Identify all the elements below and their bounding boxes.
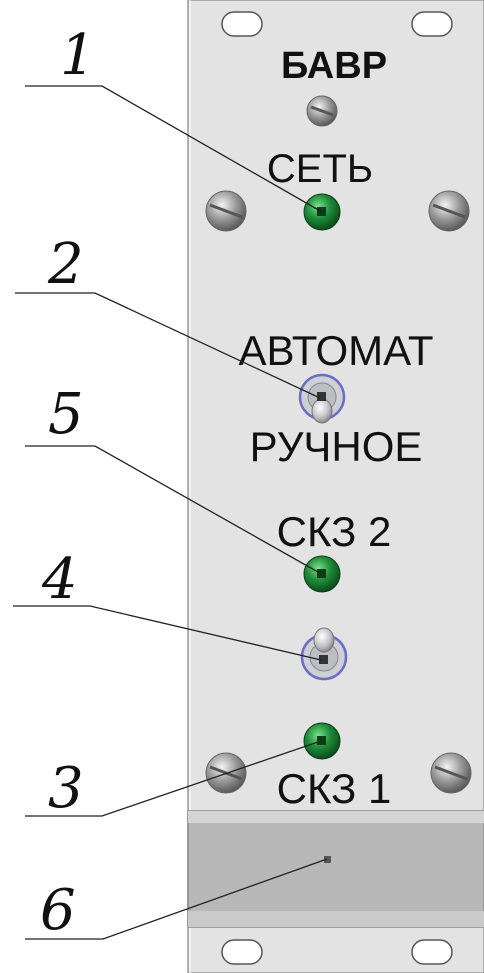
mounting-slot-bottom-right (411, 939, 453, 965)
leader-line-3 (25, 741, 319, 817)
label-skz2: СКЗ 2 (277, 508, 392, 555)
mounting-slot-top-right (411, 11, 453, 37)
display-window (187, 810, 484, 928)
leader-line-5 (25, 445, 319, 573)
screw-upper-left (205, 190, 247, 232)
mounting-slot-top-left (221, 11, 263, 37)
screw-upper-right (428, 190, 470, 232)
label-auto: АВТОМАТ (238, 327, 433, 374)
callout-number-5: 5 (48, 382, 84, 447)
label-manual: РУЧНОЕ (250, 423, 423, 470)
callout-number-4: 4 (41, 547, 78, 612)
leader-line-6 (25, 858, 328, 940)
skz-toggle-switch[interactable] (300, 627, 348, 681)
leader-lines (13, 85, 328, 940)
screw-lower-right (430, 752, 472, 794)
leader-line-2 (15, 292, 321, 399)
screw-top-center (306, 95, 338, 127)
leader-line-1 (25, 85, 323, 213)
callout-number-6: 6 (40, 878, 76, 943)
mounting-slot-bottom-left (221, 939, 263, 965)
mode-toggle-switch[interactable] (298, 373, 346, 424)
label-skz1: СКЗ 1 (277, 765, 392, 812)
callout-number-3: 3 (48, 756, 84, 821)
led-skz1-indicator (303, 722, 341, 760)
leader-line-4 (13, 605, 322, 661)
callout-number-1: 1 (60, 23, 96, 88)
label-network: СЕТЬ (267, 147, 373, 191)
callout-number-2: 2 (47, 232, 84, 297)
panel-title: БАВР (281, 45, 387, 87)
led-skz2-indicator (303, 555, 341, 593)
